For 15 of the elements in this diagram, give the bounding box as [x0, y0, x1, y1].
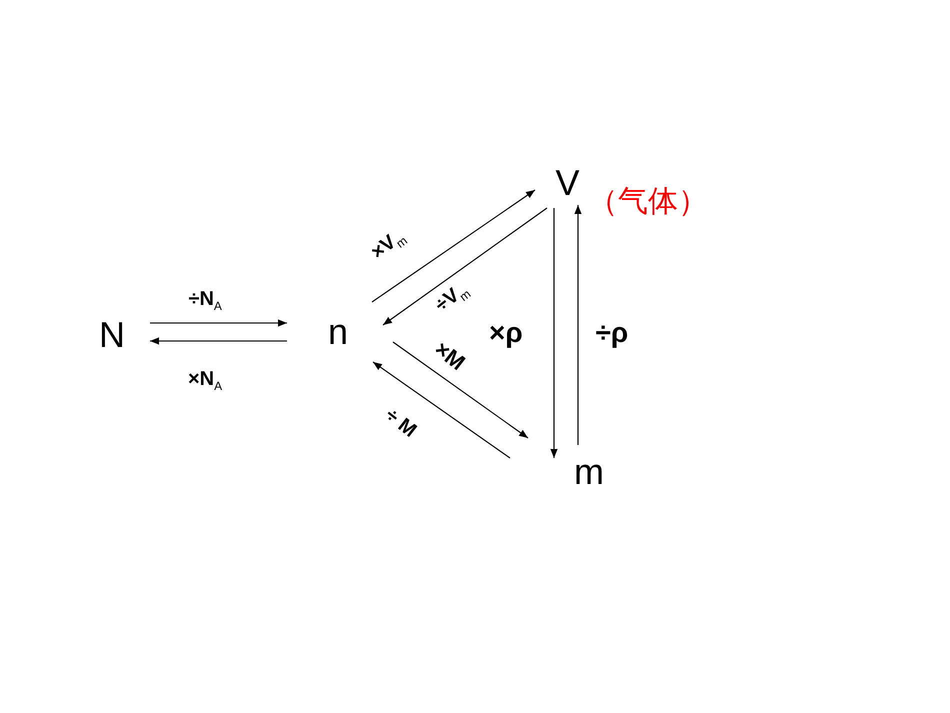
arrow	[150, 319, 287, 327]
arrow	[372, 362, 510, 458]
edge-label: ×N$_{A}$	[187, 368, 224, 392]
arrow	[372, 190, 536, 302]
state-note: （气体）	[588, 187, 708, 217]
arrow	[574, 205, 582, 445]
quantity-symbol: N	[99, 317, 125, 353]
arrow	[392, 342, 528, 438]
quantity-symbol: n	[328, 314, 348, 350]
arrow	[550, 208, 558, 458]
arrow	[150, 337, 287, 345]
quantity-symbol: m	[574, 454, 604, 490]
arrow	[382, 208, 548, 326]
edge-label: ÷N$_{A}$	[188, 288, 223, 312]
quantity-symbol: V	[555, 165, 580, 201]
